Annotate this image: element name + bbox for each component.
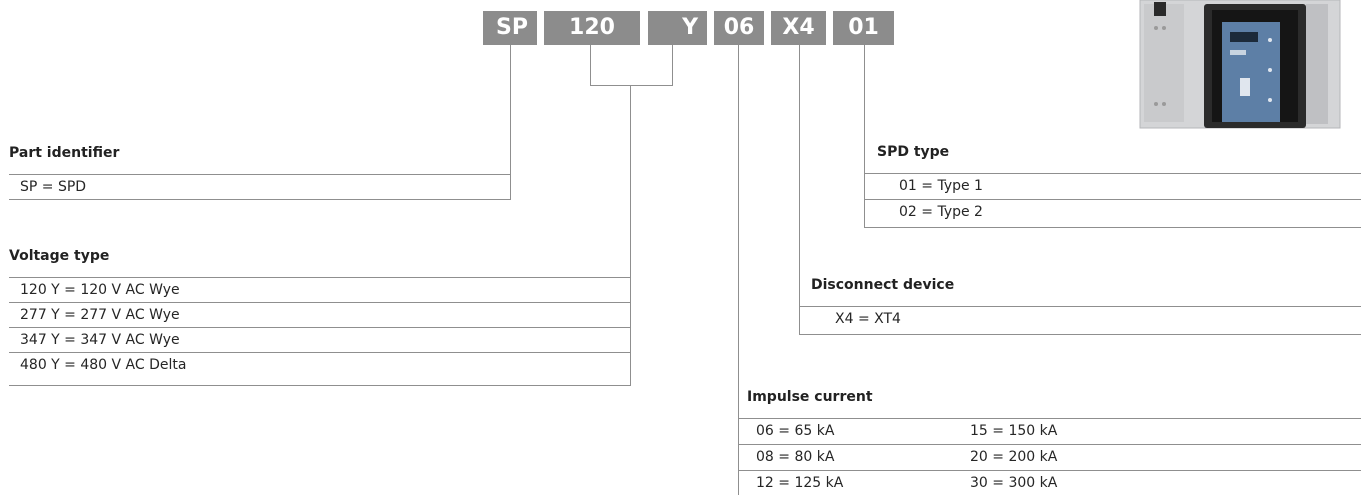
- code-box-part: SP: [483, 11, 537, 45]
- section-title: Disconnect device: [811, 277, 955, 293]
- code-box-type: 01: [833, 11, 894, 45]
- list-item: 02 = Type 2: [899, 204, 983, 220]
- list-item: 01 = Type 1: [899, 178, 983, 194]
- section-title: SPD type: [877, 144, 950, 160]
- list-item: X4 = XT4: [835, 311, 901, 327]
- product-photo: [1130, 0, 1342, 130]
- code-box-voltage: 120: [544, 11, 640, 45]
- table-row: 12 = 125 kA 30 = 300 kA: [738, 471, 1361, 495]
- list-item: 480 Y = 480 V AC Delta: [20, 357, 187, 373]
- list-item: 120 Y = 120 V AC Wye: [20, 282, 180, 298]
- code-box-device: X4: [771, 11, 826, 45]
- table-row: 06 = 65 kA 15 = 150 kA: [738, 419, 1361, 443]
- table-cell: 08 = 80 kA: [756, 449, 835, 465]
- code-box-wye: Y: [648, 11, 707, 45]
- table-cell: 30 = 300 kA: [970, 475, 1058, 491]
- list-item: SP = SPD: [20, 179, 87, 195]
- table-row: 08 = 80 kA 20 = 200 kA: [738, 445, 1361, 469]
- section-title: Impulse current: [747, 389, 873, 405]
- list-item: 347 Y = 347 V AC Wye: [20, 332, 180, 348]
- section-title: Part identifier: [9, 145, 120, 161]
- section-title: Voltage type: [9, 248, 110, 264]
- list-item: 277 Y = 277 V AC Wye: [20, 307, 180, 323]
- table-cell: 20 = 200 kA: [970, 449, 1058, 465]
- table-cell: 15 = 150 kA: [970, 423, 1058, 439]
- code-box-current: 06: [714, 11, 764, 45]
- table-cell: 12 = 125 kA: [756, 475, 844, 491]
- table-cell: 06 = 65 kA: [756, 423, 835, 439]
